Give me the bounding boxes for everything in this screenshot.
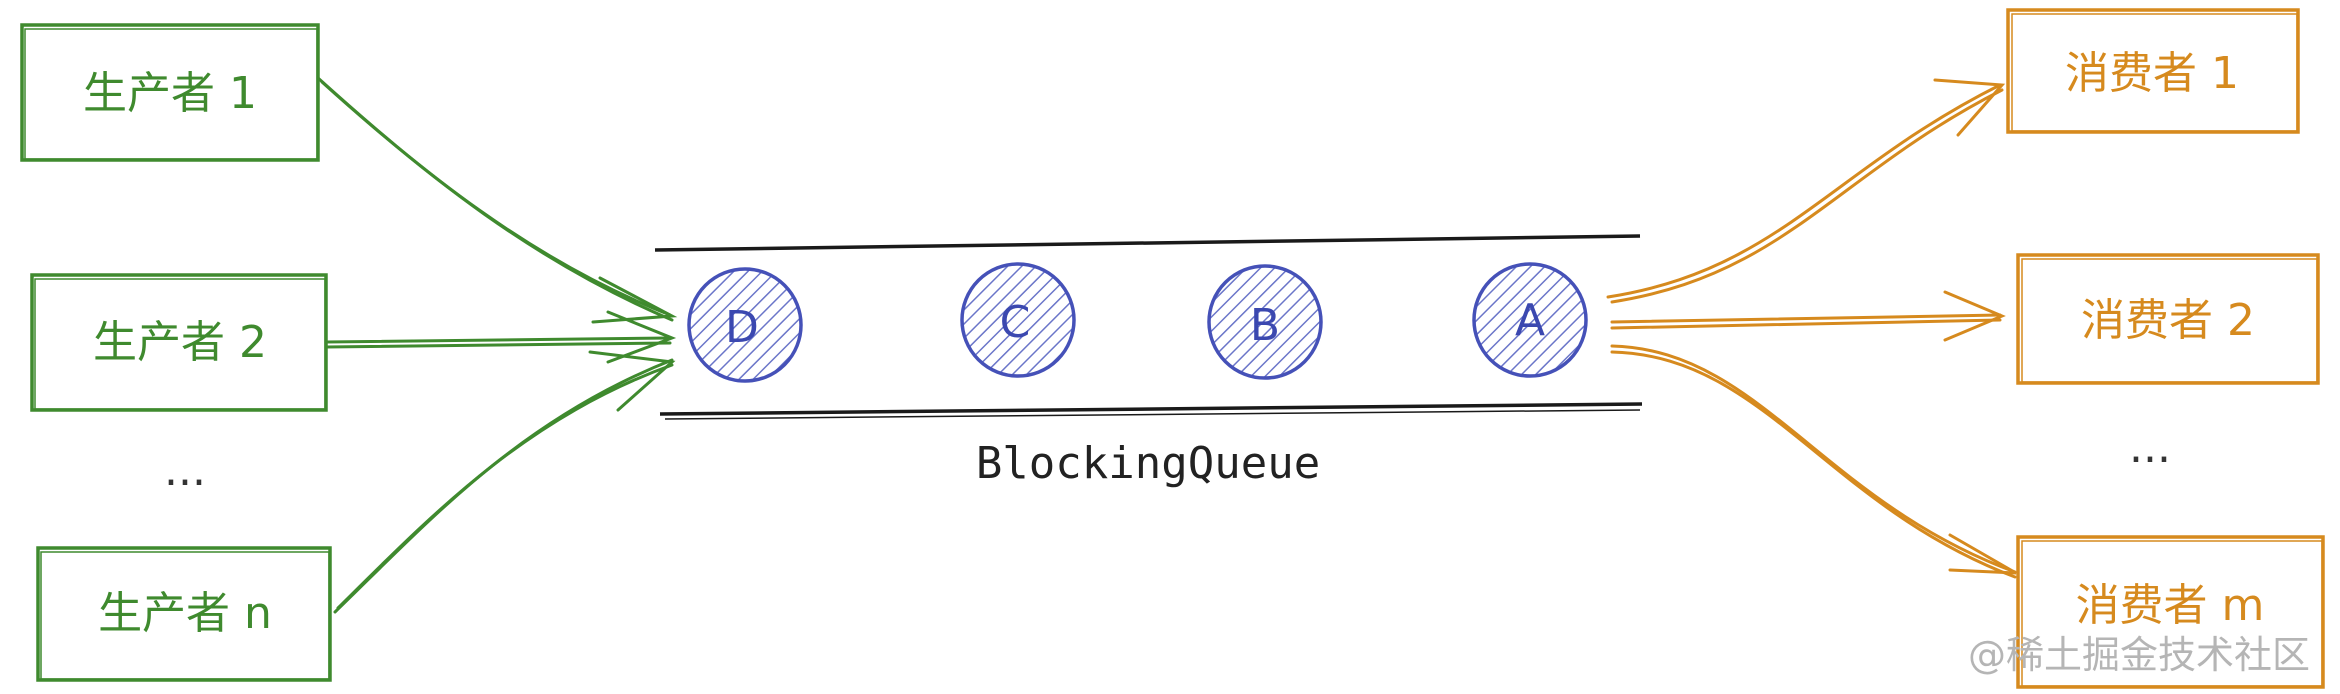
producer-n-label: 生产者 n [98, 588, 272, 639]
producer-ellipsis: ... [164, 445, 206, 496]
consumer-1-label: 消费者 1 [2065, 48, 2239, 99]
arrow-producer-n [333, 358, 674, 614]
queue-item-c: C [960, 262, 1076, 378]
arrow-producer-1 [316, 76, 672, 317]
consumer-arrows [1606, 78, 2017, 579]
consumer-2: 消费者 2 [2016, 253, 2320, 385]
producer-arrows [316, 76, 678, 614]
consumer-2-label: 消费者 2 [2081, 295, 2255, 346]
producer-2: 生产者 2 [30, 273, 328, 412]
queue-item-b-label: B [1250, 300, 1280, 351]
arrow-consumer-2 [1610, 313, 2002, 324]
watermark: @稀土掘金技术社区 [1968, 633, 2310, 677]
producer-1: 生产者 1 [20, 23, 320, 162]
producer-n: 生产者 n [36, 546, 332, 682]
producer-1-label: 生产者 1 [83, 68, 257, 119]
queue-pipe [654, 234, 1643, 420]
queue-item-a: A [1472, 262, 1588, 378]
consumer-m: 消费者 m [2016, 535, 2325, 689]
arrow-producer-2 [324, 336, 672, 344]
arrow-consumer-m [1610, 344, 2017, 574]
queue-label: BlockingQueue [976, 438, 1320, 489]
consumer-1: 消费者 1 [2006, 8, 2300, 134]
consumer-ellipsis: ... [2129, 422, 2171, 473]
producer-2-label: 生产者 2 [93, 317, 267, 368]
consumer-m-label: 消费者 m [2076, 580, 2265, 631]
queue-item-c-label: C [1000, 297, 1031, 348]
arrow-consumer-1 [1606, 83, 2002, 299]
queue-item-b: B [1207, 264, 1323, 380]
queue-item-a-label: A [1515, 295, 1545, 346]
queue-item-d-label: D [725, 302, 759, 353]
queue-item-d: D [687, 267, 803, 383]
